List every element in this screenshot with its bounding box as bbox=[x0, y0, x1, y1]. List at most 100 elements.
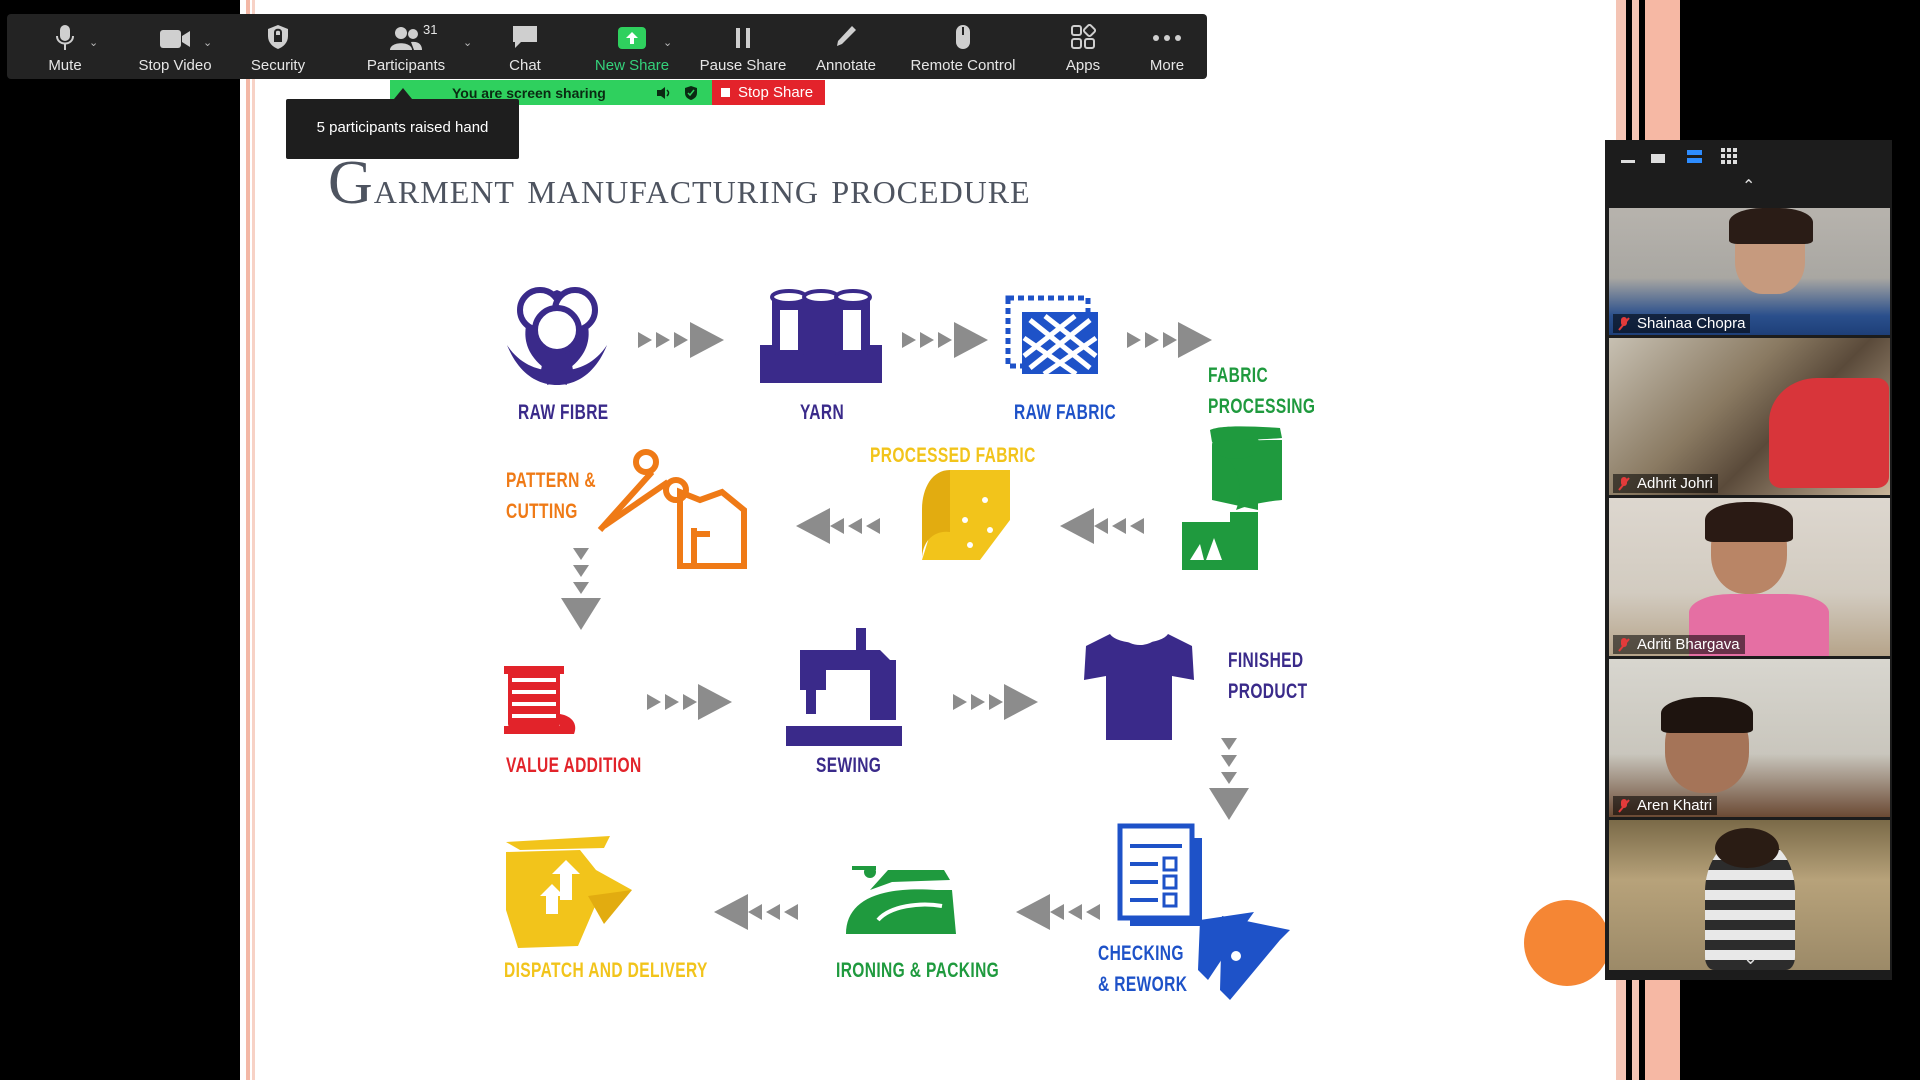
step-label-fabric-processing: FABRIC PROCESSING bbox=[1208, 364, 1316, 418]
security-button[interactable]: Security bbox=[233, 14, 323, 79]
screen-sharing-status: You are screen sharing bbox=[452, 85, 606, 101]
participant-name: Aren Khatri bbox=[1637, 797, 1713, 814]
participant-hair bbox=[1705, 502, 1793, 542]
more-label: More bbox=[1149, 57, 1185, 74]
participants-button[interactable]: 31 Participants bbox=[351, 14, 461, 79]
minimize-icon[interactable] bbox=[1621, 160, 1635, 163]
pause-share-button[interactable]: Pause Share bbox=[691, 14, 795, 79]
participant-name: Adhrit Johri bbox=[1637, 475, 1713, 492]
video-options-chevron-icon[interactable]: ⌄ bbox=[203, 37, 213, 49]
apps-icon bbox=[1071, 24, 1096, 49]
dispatch-delivery-icon bbox=[506, 836, 632, 948]
participants-options-chevron-icon[interactable]: ⌄ bbox=[463, 37, 473, 49]
yarn-icon bbox=[760, 289, 882, 383]
shield-check-icon bbox=[685, 86, 697, 100]
arrow-right-5 bbox=[953, 684, 1038, 720]
iron-icon bbox=[846, 866, 956, 934]
video-camera-icon bbox=[160, 30, 190, 48]
participant-name-tag: Adriti Bhargava bbox=[1613, 635, 1745, 654]
muted-mic-icon bbox=[1618, 477, 1630, 491]
apps-label: Apps bbox=[1065, 57, 1101, 74]
more-button[interactable]: More bbox=[1129, 14, 1205, 79]
pencil-icon bbox=[837, 26, 856, 46]
meeting-toolbar: Mute ⌄ Stop Video ⌄ Security 31 Particip… bbox=[7, 14, 1207, 79]
arrow-right-1 bbox=[638, 322, 724, 358]
participant-tile[interactable]: Aren Khatri bbox=[1609, 659, 1890, 817]
step-label-sewing: SEWING bbox=[816, 754, 882, 777]
speaker-view-icon[interactable] bbox=[1687, 150, 1702, 164]
remote-control-button[interactable]: Remote Control bbox=[899, 14, 1027, 79]
participant-video bbox=[1769, 378, 1889, 488]
scroll-up-chevron-icon[interactable]: ⌃ bbox=[1742, 178, 1756, 195]
participant-name: Adriti Bhargava bbox=[1637, 636, 1740, 653]
stop-video-label: Stop Video bbox=[138, 57, 212, 74]
gallery-grid-icon[interactable] bbox=[1721, 148, 1737, 164]
step-label-raw-fibre: RAW FIBRE bbox=[518, 401, 609, 424]
stop-square-icon bbox=[721, 88, 730, 97]
slide-title-rest: arment manufacturing procedure bbox=[373, 162, 1031, 213]
t-shirt-icon bbox=[1084, 634, 1194, 740]
arrow-right-3 bbox=[1127, 322, 1212, 358]
mute-label: Mute bbox=[48, 57, 82, 74]
participant-tile[interactable] bbox=[1609, 820, 1890, 970]
chat-label: Chat bbox=[509, 57, 541, 74]
participant-hair bbox=[1729, 208, 1813, 244]
muted-mic-icon bbox=[1618, 317, 1630, 331]
participant-tile[interactable]: Shainaa Chopra bbox=[1609, 208, 1890, 335]
participant-name-tag: Adhrit Johri bbox=[1613, 474, 1718, 493]
tooltip-pointer bbox=[394, 88, 412, 99]
security-label: Security bbox=[250, 57, 306, 74]
participants-label: Participants bbox=[366, 57, 446, 74]
slide-decorative-circle bbox=[1524, 900, 1610, 986]
fabric-processing-icon bbox=[1182, 426, 1282, 570]
participant-hair bbox=[1715, 828, 1779, 868]
step-label-yarn: YARN bbox=[800, 401, 845, 424]
more-dots-icon bbox=[1153, 35, 1181, 41]
new-share-button[interactable]: New Share bbox=[583, 14, 681, 79]
raised-hand-notification[interactable]: 5 participants raised hand bbox=[286, 99, 519, 159]
speaker-icon bbox=[657, 87, 670, 99]
sewing-machine-icon bbox=[786, 628, 902, 746]
scroll-down-chevron-icon[interactable]: ⌄ bbox=[1743, 948, 1759, 968]
step-label-finished-product: FINISHED PRODUCT bbox=[1228, 649, 1308, 703]
participant-name-tag: Aren Khatri bbox=[1613, 796, 1718, 815]
participants-count: 31 bbox=[423, 22, 438, 37]
arrow-down-1 bbox=[561, 548, 601, 630]
arrow-down-2 bbox=[1209, 738, 1249, 820]
mute-button[interactable]: Mute bbox=[21, 14, 109, 79]
chat-icon bbox=[513, 26, 537, 48]
share-options-chevron-icon[interactable]: ⌄ bbox=[663, 37, 673, 49]
audio-options-chevron-icon[interactable]: ⌄ bbox=[89, 37, 99, 49]
arrow-left-1 bbox=[1060, 508, 1144, 544]
stop-video-button[interactable]: Stop Video bbox=[125, 14, 225, 79]
step-label-checking-rework: CHECKING & REWORK bbox=[1098, 942, 1188, 996]
annotate-button[interactable]: Annotate bbox=[803, 14, 889, 79]
apps-button[interactable]: Apps bbox=[1043, 14, 1123, 79]
participant-tile[interactable]: Adriti Bhargava bbox=[1609, 498, 1890, 656]
annotate-label: Annotate bbox=[815, 57, 877, 74]
stop-share-button[interactable]: Stop Share bbox=[712, 80, 825, 105]
step-label-dispatch-delivery: DISPATCH AND DELIVERY bbox=[504, 959, 708, 982]
participant-tile[interactable]: Adhrit Johri bbox=[1609, 338, 1890, 495]
participants-icon bbox=[390, 27, 422, 50]
raw-fibre-icon bbox=[507, 287, 607, 385]
participant-name-tag: Shainaa Chopra bbox=[1613, 314, 1751, 333]
step-label-ironing-packing: IRONING & PACKING bbox=[836, 959, 1000, 982]
slide-title: Garment manufacturing procedure bbox=[328, 148, 1031, 219]
muted-mic-icon bbox=[1618, 638, 1630, 652]
single-view-icon[interactable] bbox=[1651, 154, 1665, 163]
raw-fabric-icon bbox=[1005, 295, 1098, 377]
step-label-raw-fabric: RAW FABRIC bbox=[1014, 401, 1117, 424]
microphone-icon bbox=[56, 25, 74, 50]
arrow-right-4 bbox=[647, 684, 732, 720]
share-screen-icon bbox=[618, 27, 646, 49]
slide-left-border bbox=[246, 0, 250, 1080]
step-label-pattern-cutting: PATTERN & CUTTING bbox=[506, 469, 596, 523]
raised-hand-text: 5 participants raised hand bbox=[316, 119, 489, 136]
arrow-left-2 bbox=[796, 508, 880, 544]
chat-button[interactable]: Chat bbox=[485, 14, 565, 79]
participant-hair bbox=[1661, 697, 1753, 733]
slide-title-initial: G bbox=[328, 149, 374, 217]
pattern-cutting-icon bbox=[597, 449, 747, 569]
new-share-label: New Share bbox=[594, 57, 670, 74]
